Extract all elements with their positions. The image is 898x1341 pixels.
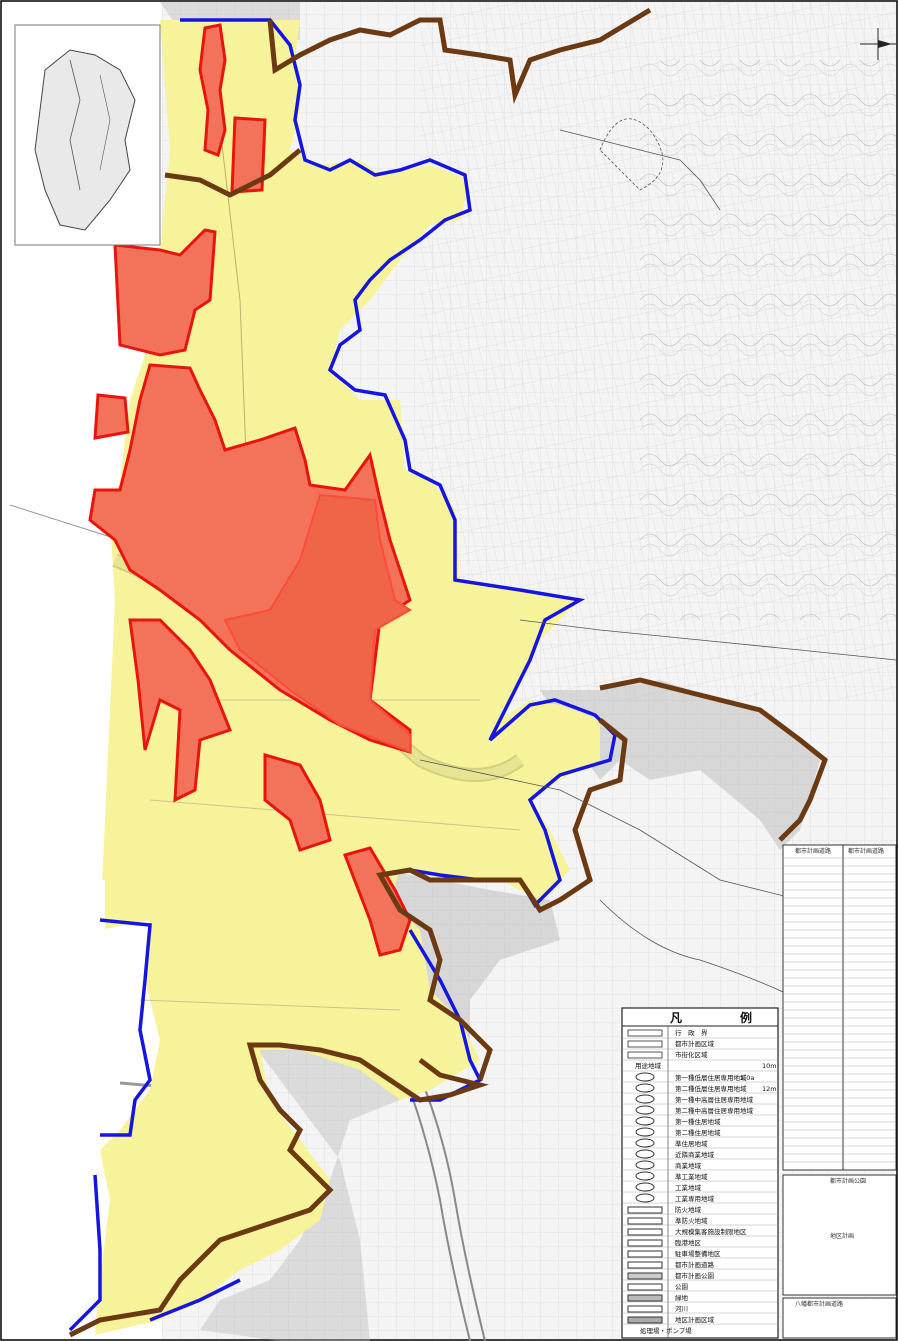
legend-row-2: 市街化区域 bbox=[675, 1050, 708, 1059]
legend-row-21: 都市計画道路 bbox=[675, 1260, 715, 1269]
planning-boundary bbox=[68, 18, 617, 1332]
legend-row-7: 第二種中高層住居専用地域 bbox=[675, 1106, 754, 1115]
planning-tables: 都市計画道路 都市計画道路 bbox=[782, 844, 897, 1339]
legend-row-13: 準工業地域 bbox=[675, 1172, 708, 1181]
legend-row-11: 近隣商業地域 bbox=[675, 1150, 715, 1159]
commercial-zones bbox=[88, 23, 412, 957]
table-caption-roads: 都市計画道路 bbox=[795, 847, 831, 855]
legend-row-12: 商業地域 bbox=[675, 1161, 702, 1170]
legend-row-8: 第一種住居地域 bbox=[675, 1117, 721, 1126]
legend-row-19: 臨港地区 bbox=[675, 1238, 702, 1247]
legend-row-15: 工業専用地域 bbox=[675, 1194, 715, 1203]
legend-row-27: 処理場・ポンプ場 bbox=[640, 1326, 692, 1335]
legend-title-left: 凡 bbox=[670, 1011, 682, 1025]
legend-row-23: 公園 bbox=[675, 1283, 688, 1291]
legend-row-26: 地区計画区域 bbox=[675, 1315, 715, 1324]
table-caption-roads-2: 都市計画道路 bbox=[848, 847, 884, 855]
legend-row-10: 準住居地域 bbox=[675, 1139, 708, 1148]
inset-location-map bbox=[14, 24, 161, 246]
legend-row-22: 都市計画公園 bbox=[675, 1271, 714, 1280]
legend-row-5: 第二種低層住居専用地域 bbox=[675, 1084, 747, 1093]
legend-row-16: 防火地域 bbox=[675, 1205, 702, 1214]
legend-row-3: 用途地域 bbox=[635, 1061, 662, 1070]
legend-row-14: 工業地域 bbox=[675, 1183, 702, 1192]
legend-row-24: 緑地 bbox=[675, 1293, 689, 1302]
legend-row-0: 行 政 界 bbox=[675, 1028, 708, 1037]
legend-height-header-2: 12m bbox=[762, 1085, 777, 1093]
north-arrow-icon bbox=[860, 28, 896, 60]
legend-title-right: 例 bbox=[740, 1010, 752, 1025]
table-caption-yawata: 八幡都市計画道路 bbox=[795, 1300, 843, 1308]
legend-row-20: 駐車場整備地区 bbox=[675, 1249, 721, 1258]
legend-row-18: 大規模集客施設制限地区 bbox=[675, 1227, 747, 1236]
legend-row-1: 都市計画区域 bbox=[675, 1039, 715, 1048]
legend-row-9: 第二種住居地域 bbox=[675, 1128, 721, 1137]
legend-row-6: 第一種中高層住居専用地域 bbox=[675, 1095, 754, 1104]
legend: 凡 例 行 政 界 都市計画区域 市街化区域 用途地域 10m 1.0a 12m… bbox=[621, 1007, 779, 1339]
base-roads bbox=[419, 118, 897, 1001]
legend-ratio-header: 1.0a bbox=[740, 1074, 754, 1082]
legend-row-25: 河川 bbox=[675, 1305, 688, 1313]
table-caption-parks: 都市計画公園 bbox=[830, 1177, 866, 1185]
legend-height-header: 10m bbox=[762, 1062, 777, 1070]
municipal-boundary bbox=[68, 7, 828, 1338]
legend-row-4: 第一種低層住居専用地域 bbox=[675, 1073, 747, 1082]
legend-row-17: 準防火地域 bbox=[675, 1216, 708, 1225]
table-caption-district: 地区計画 bbox=[830, 1232, 854, 1240]
